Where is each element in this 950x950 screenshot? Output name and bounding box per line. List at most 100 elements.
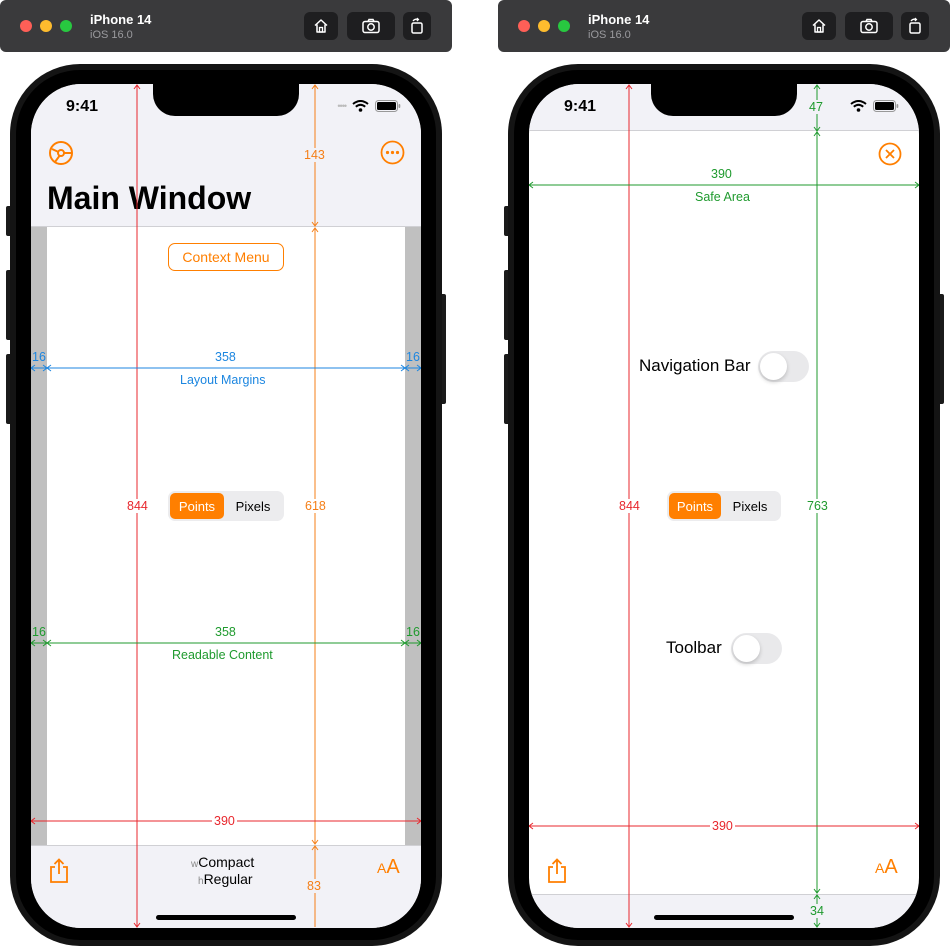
zoom-window-button[interactable] — [60, 20, 72, 32]
navigation-bar-toggle[interactable] — [758, 351, 809, 382]
rotate-button[interactable] — [901, 12, 929, 40]
share-icon[interactable] — [546, 858, 568, 884]
segment-pixels[interactable]: Pixels — [235, 498, 271, 514]
rotate-icon — [411, 17, 423, 34]
navigation-bar-label: Navigation Bar — [639, 356, 751, 375]
toolbar-label: Toolbar — [666, 638, 722, 657]
phone-frame: 9:41 •••• Main Window Context Menu — [10, 64, 442, 946]
layout-margin-left — [31, 227, 47, 845]
home-button[interactable] — [802, 12, 836, 40]
rotate-button[interactable] — [403, 12, 431, 40]
device-name: iPhone 14 — [588, 12, 650, 27]
layout-margin-right — [405, 227, 421, 845]
notch — [153, 84, 299, 116]
toolbar-toggle[interactable] — [731, 633, 782, 664]
notch — [651, 84, 797, 116]
layout-margins-title: Layout Margins — [180, 373, 266, 387]
silent-switch — [504, 206, 510, 236]
power-button — [440, 294, 446, 404]
nav-height-label: 143 — [304, 148, 325, 162]
toolbar-setting: Toolbar — [666, 633, 786, 664]
bottom-inset-area — [529, 894, 919, 928]
status-time: 9:41 — [66, 98, 99, 115]
top-inset-label: 47 — [809, 100, 823, 114]
size-class-h-value: Regular — [203, 871, 253, 887]
close-icon[interactable] — [878, 142, 902, 166]
battery-icon — [873, 100, 899, 112]
steering-wheel-icon[interactable] — [48, 140, 74, 166]
safe-area-title: Safe Area — [695, 190, 750, 204]
battery-icon — [375, 100, 401, 112]
status-time: 9:41 — [564, 98, 597, 115]
text-size-large: A — [884, 856, 898, 878]
toolbar — [31, 845, 421, 928]
right-simulator: iPhone 14 iOS 16.0 9:41 — [498, 0, 950, 950]
text-size-large: A — [386, 856, 400, 878]
context-menu-button[interactable]: Context Menu — [168, 243, 284, 271]
content-height-label: 618 — [304, 499, 327, 513]
screen-width-label: 390 — [710, 819, 735, 833]
navigation-bar-setting: Navigation Bar — [639, 351, 809, 382]
volume-up-button — [6, 270, 12, 340]
screenshot-button[interactable] — [845, 12, 893, 40]
status-indicators — [850, 100, 899, 112]
volume-down-button — [6, 354, 12, 424]
units-segmented-control: Points Pixels — [667, 491, 781, 521]
camera-icon — [362, 18, 380, 34]
volume-up-button — [504, 270, 510, 340]
zoom-window-button[interactable] — [558, 20, 570, 32]
simulator-title-bar: iPhone 14 iOS 16.0 — [0, 0, 452, 52]
text-size-icon[interactable]: AA — [377, 856, 400, 879]
silent-switch — [6, 206, 12, 236]
close-window-button[interactable] — [518, 20, 530, 32]
screen-height-label: 844 — [125, 499, 150, 513]
wifi-icon — [352, 100, 369, 112]
os-version: iOS 16.0 — [90, 29, 133, 41]
status-indicators: •••• — [337, 100, 401, 112]
volume-down-button — [504, 354, 510, 424]
size-class-h-prefix: h — [198, 876, 204, 887]
more-icon[interactable] — [380, 140, 405, 165]
readable-width-label: 358 — [215, 625, 236, 639]
text-size-small: A — [875, 860, 885, 876]
share-icon[interactable] — [48, 858, 70, 884]
toggle-knob — [760, 353, 787, 380]
rotate-icon — [909, 17, 921, 34]
signal-dots: •••• — [337, 101, 347, 111]
home-icon — [314, 19, 328, 33]
phone-screen: 9:41 — [529, 84, 919, 928]
text-size-icon[interactable]: AA — [875, 856, 898, 879]
readable-margin-left-label: 16 — [32, 625, 46, 639]
camera-icon — [860, 18, 878, 34]
toggle-knob — [733, 635, 760, 662]
simulator-title-bar: iPhone 14 iOS 16.0 — [498, 0, 950, 52]
page-title: Main Window — [47, 180, 252, 216]
bottom-inset-label: 34 — [810, 904, 824, 918]
screen-width-label: 390 — [212, 814, 237, 828]
units-segmented-control: Points Pixels — [168, 491, 284, 521]
left-simulator: iPhone 14 iOS 16.0 9:41 — [0, 0, 452, 950]
os-version: iOS 16.0 — [588, 29, 631, 41]
minimize-window-button[interactable] — [538, 20, 550, 32]
home-indicator — [156, 915, 296, 920]
segment-points[interactable]: Points — [170, 493, 224, 519]
segment-points[interactable]: Points — [669, 493, 721, 519]
device-name: iPhone 14 — [90, 12, 152, 27]
minimize-window-button[interactable] — [40, 20, 52, 32]
segment-pixels[interactable]: Pixels — [732, 498, 768, 514]
layout-margin-left-label: 16 — [32, 350, 46, 364]
safe-width-label: 390 — [711, 167, 732, 181]
readable-content-title: Readable Content — [172, 648, 273, 662]
wifi-icon — [850, 100, 867, 112]
size-class-width: wCompact — [191, 854, 254, 870]
phone-screen: 9:41 •••• Main Window Context Menu — [31, 84, 421, 928]
home-indicator — [654, 915, 794, 920]
toolbar-height-label: 83 — [307, 879, 321, 893]
home-icon — [812, 19, 826, 33]
home-button[interactable] — [304, 12, 338, 40]
size-class-height: hRegular — [198, 871, 253, 887]
text-size-small: A — [377, 860, 387, 876]
screenshot-button[interactable] — [347, 12, 395, 40]
readable-margin-right-label: 16 — [406, 625, 420, 639]
close-window-button[interactable] — [20, 20, 32, 32]
